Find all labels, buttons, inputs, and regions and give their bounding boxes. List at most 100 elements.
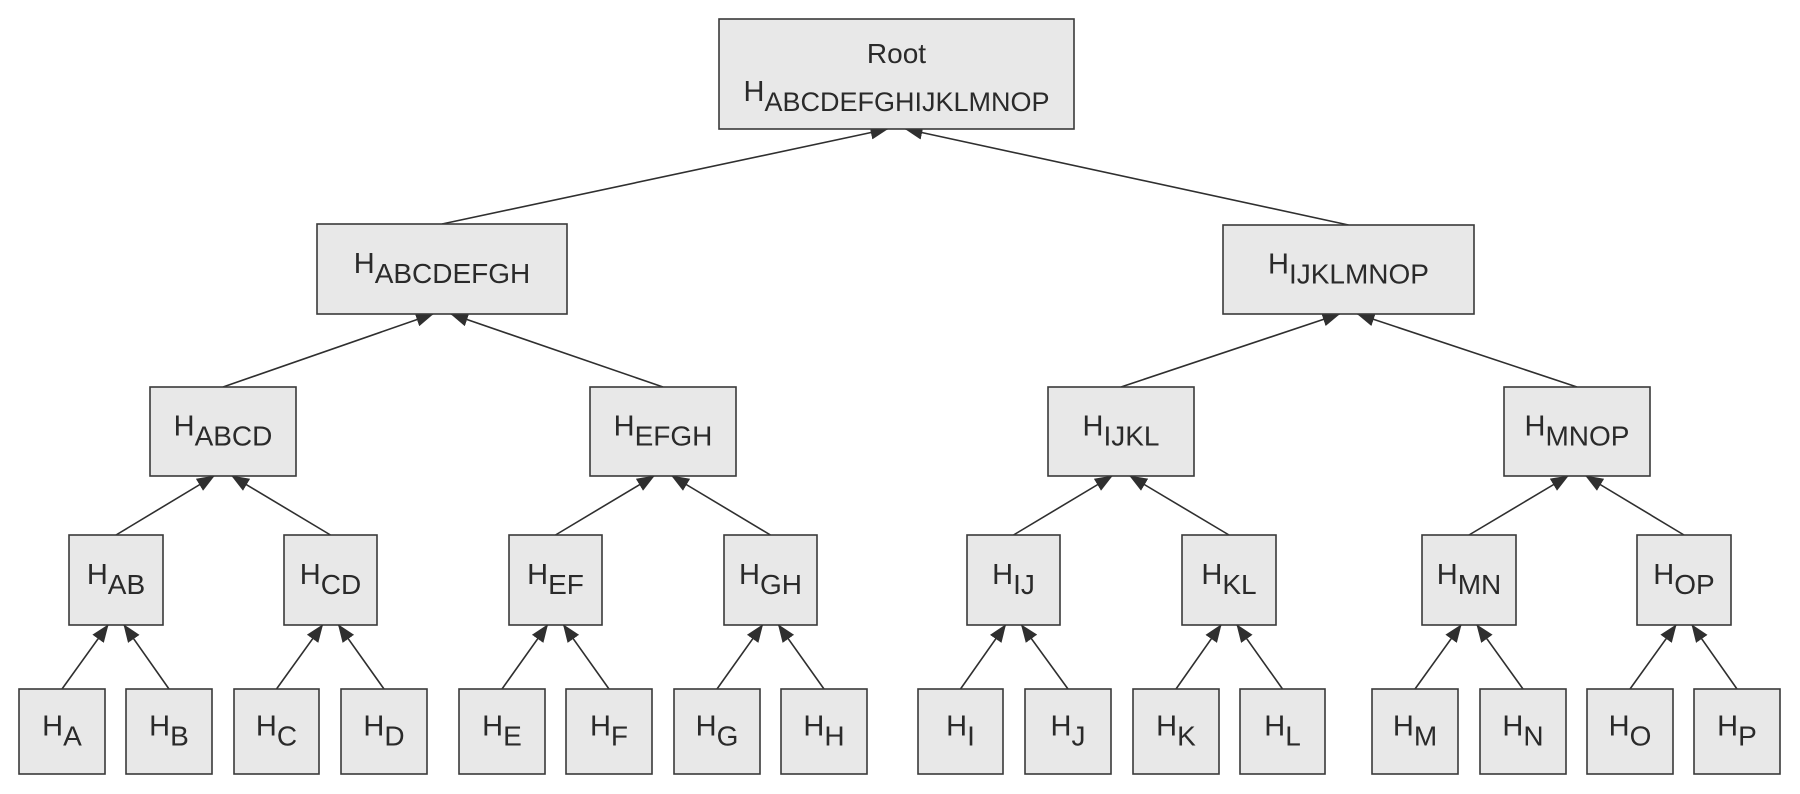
node-box — [283, 534, 378, 626]
node-h-ijkl: HIJKL — [1047, 386, 1195, 477]
node-box — [1479, 688, 1567, 775]
hash-label: HAB — [87, 559, 145, 600]
hash-label: HABCDEFGH — [354, 248, 531, 289]
hash-label: HCD — [300, 559, 361, 600]
hash-symbol: H — [149, 711, 170, 743]
node-h-kl: HKL — [1181, 534, 1277, 626]
edge-k-to-kl — [1175, 624, 1222, 690]
hash-subscript: O — [1630, 721, 1652, 752]
edge-j-to-ij — [1020, 624, 1069, 690]
edge-o-to-op — [1629, 624, 1677, 690]
hash-subscript: IJKLMNOP — [1289, 259, 1429, 290]
hash-label: HEF — [527, 559, 584, 600]
node-h-a: HA — [18, 688, 106, 775]
edge-ef-to-efgh — [555, 475, 655, 536]
edge-f-to-ef — [562, 624, 610, 690]
node-box — [458, 688, 546, 775]
node-h-l: HL — [1239, 688, 1326, 775]
hash-symbol: H — [482, 711, 503, 743]
hash-subscript: IJKL — [1103, 421, 1159, 452]
hash-subscript: IJ — [1013, 569, 1035, 600]
edge-h-to-gh — [777, 624, 825, 690]
hash-label: HN — [1502, 711, 1543, 752]
hash-subscript: H — [824, 721, 844, 752]
node-h-ef: HEF — [508, 534, 603, 626]
node-h-j: HJ — [1024, 688, 1112, 775]
hash-label: HB — [149, 711, 189, 752]
hash-label: HEFGH — [614, 411, 713, 452]
hash-symbol: H — [992, 559, 1013, 591]
hash-subscript: I — [967, 721, 975, 752]
node-box — [1503, 386, 1651, 477]
hash-symbol: H — [803, 711, 824, 743]
edge-a-to-ab — [61, 624, 109, 690]
node-h-i: HI — [917, 688, 1004, 775]
node-h-b: HB — [125, 688, 213, 775]
hash-symbol: H — [1156, 711, 1177, 743]
hash-symbol: H — [527, 559, 548, 591]
hash-symbol: H — [87, 559, 108, 591]
hash-symbol: H — [1264, 711, 1285, 743]
hash-subscript: EF — [548, 569, 584, 600]
node-box — [340, 688, 428, 775]
hash-subscript: ABCDEFGHIJKLMNOP — [764, 87, 1049, 117]
hash-symbol: H — [1268, 249, 1289, 281]
hash-subscript: K — [1177, 721, 1196, 752]
node-box — [1371, 688, 1459, 775]
edge-i-to-ij — [959, 624, 1007, 690]
edge-ijklmnop-to-root — [904, 125, 1349, 226]
node-h-ij: HIJ — [966, 534, 1061, 626]
node-h-c: HC — [233, 688, 320, 775]
hash-subscript: A — [63, 721, 82, 752]
hash-subscript: F — [611, 721, 628, 752]
hash-label: HIJKL — [1083, 411, 1160, 452]
hash-subscript: CD — [321, 569, 361, 600]
hash-subscript: MN — [1458, 569, 1502, 600]
node-box — [917, 688, 1004, 775]
hash-symbol: H — [354, 248, 375, 280]
hash-symbol: H — [614, 411, 635, 443]
edge-efgh-to-abcdefgh — [450, 312, 664, 388]
node-box — [673, 688, 761, 775]
hash-subscript: EFGH — [635, 421, 713, 452]
hash-subscript: OP — [1674, 569, 1714, 600]
hash-label: HH — [803, 711, 844, 752]
edge-l-to-kl — [1236, 624, 1284, 690]
edge-n-to-mn — [1476, 624, 1524, 690]
hash-subscript: D — [384, 721, 404, 752]
edge-abcd-to-abcdefgh — [222, 312, 434, 388]
node-box — [149, 386, 297, 477]
hash-label: HABCD — [174, 411, 273, 452]
node-h-e: HE — [458, 688, 546, 775]
node-h-abcdefgh: HABCDEFGH — [316, 223, 568, 315]
hash-label: HO — [1609, 711, 1652, 752]
node-h-n: HN — [1479, 688, 1567, 775]
node-box — [589, 386, 737, 477]
node-h-p: HP — [1693, 688, 1781, 775]
hash-symbol: H — [946, 711, 967, 743]
node-box — [1239, 688, 1326, 775]
hash-label: HG — [696, 711, 739, 752]
node-box — [1181, 534, 1277, 626]
hash-label: HABCDEFGHIJKLMNOP — [744, 76, 1050, 117]
node-h-f: HF — [565, 688, 653, 775]
node-h-mn: HMN — [1421, 534, 1517, 626]
node-box — [966, 534, 1061, 626]
node-box — [125, 688, 213, 775]
hash-symbol: H — [1653, 559, 1674, 591]
hash-subscript: M — [1414, 721, 1437, 752]
node-box — [508, 534, 603, 626]
edge-m-to-mn — [1414, 624, 1462, 690]
hash-symbol: H — [42, 711, 63, 743]
hash-symbol: H — [744, 76, 765, 108]
hash-label: HC — [256, 711, 297, 752]
node-h-h: HH — [780, 688, 868, 775]
node-h-d: HD — [340, 688, 428, 775]
edge-abcdefgh-to-root — [441, 125, 889, 225]
node-box — [718, 18, 1075, 130]
hash-symbol: H — [1051, 711, 1072, 743]
node-box — [1421, 534, 1517, 626]
hash-label: HM — [1393, 711, 1437, 752]
node-box — [1024, 688, 1112, 775]
